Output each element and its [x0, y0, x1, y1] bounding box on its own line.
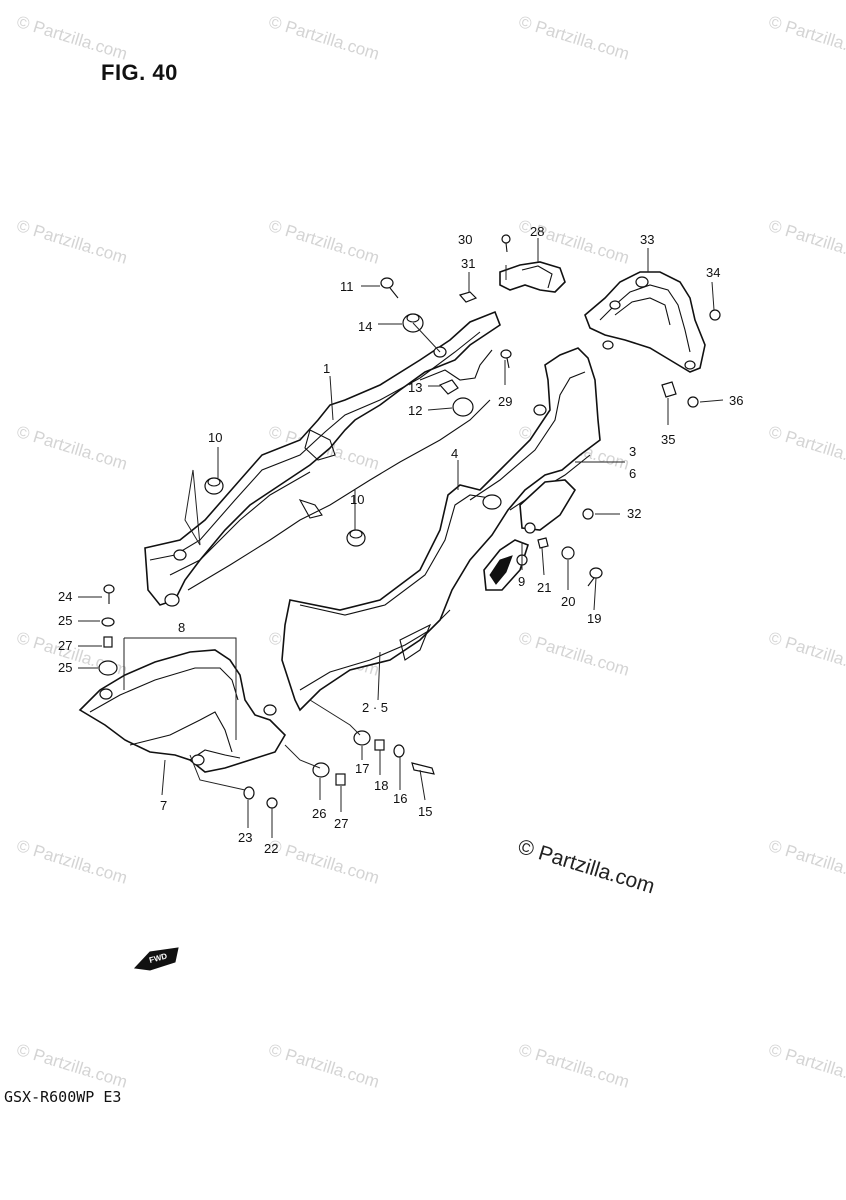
bolt-part-19	[587, 567, 603, 587]
leader-lines	[78, 238, 724, 838]
callout-1: 1	[323, 361, 330, 376]
callout-29: 29	[498, 394, 512, 409]
callout-31: 31	[461, 256, 475, 271]
callout-18: 18	[374, 778, 388, 793]
model-code: GSX-R600WP E3	[4, 1088, 122, 1106]
callout-labels: 1 2 · 5 3 6 4 7 8 9 10 10 11 12 13 14 15…	[58, 224, 743, 856]
callout-7: 7	[160, 798, 167, 813]
callout-34: 34	[706, 265, 720, 280]
callout-35: 35	[661, 432, 675, 447]
bolt-part-15	[411, 762, 435, 775]
callout-20: 20	[561, 594, 575, 609]
grommet-part-10b	[346, 529, 366, 547]
lower-cover-part-7-8	[78, 649, 287, 773]
callout-28: 28	[530, 224, 544, 239]
callout-23: 23	[238, 830, 252, 845]
callout-11: 11	[340, 279, 354, 294]
screw-part-34	[709, 309, 721, 321]
bolt-part-24	[103, 584, 115, 604]
clip-part-36	[687, 396, 699, 408]
callout-9: 9	[518, 574, 525, 589]
nut-part-23	[243, 786, 255, 800]
tail-bracket-part-33	[584, 271, 706, 373]
callout-4: 4	[451, 446, 458, 461]
side-cover-part-2-5	[281, 347, 601, 712]
callout-8: 8	[178, 620, 185, 635]
callout-27: 27	[58, 638, 72, 653]
nut-part-31	[458, 291, 478, 303]
collar-part-27b	[335, 773, 346, 786]
bolt-part-29	[500, 349, 512, 369]
collar-part-21	[537, 537, 549, 549]
callout-16: 16	[393, 791, 407, 806]
callout-25: 25	[58, 613, 72, 628]
callout-26: 26	[312, 806, 326, 821]
callout-27b: 27	[334, 816, 348, 831]
grommet-part-17	[353, 730, 371, 746]
callout-32: 32	[627, 506, 641, 521]
figure-title: FIG. 40	[101, 60, 178, 85]
callout-13: 13	[408, 380, 422, 395]
callout-12: 12	[408, 403, 422, 418]
callout-10b: 10	[350, 492, 364, 507]
callout-33: 33	[640, 232, 654, 247]
callout-6: 6	[629, 466, 636, 481]
callout-21: 21	[537, 580, 551, 595]
callout-15: 15	[418, 804, 432, 819]
callout-3: 3	[629, 444, 636, 459]
fwd-arrow-icon: FWD	[133, 947, 179, 971]
collar-part-18	[374, 739, 385, 751]
callout-2-5: 2 · 5	[362, 700, 388, 715]
callout-19: 19	[587, 611, 601, 626]
washer-part-20	[561, 546, 575, 560]
nut-part-35	[661, 381, 677, 398]
callout-22: 22	[264, 841, 278, 856]
cover-piece-part-28	[499, 261, 566, 293]
screw-part-32	[582, 508, 594, 520]
callout-36: 36	[729, 393, 743, 408]
callout-17: 17	[355, 761, 369, 776]
washer-part-25	[101, 617, 115, 627]
grommet-part-10	[204, 477, 224, 495]
screw-part-22	[266, 797, 278, 809]
washer-part-16	[393, 744, 405, 758]
clip-part-13	[438, 379, 459, 395]
callout-14: 14	[358, 319, 372, 334]
callout-30: 30	[458, 232, 472, 247]
grommet-part-12	[452, 397, 474, 417]
collar-part-27	[103, 636, 113, 648]
grommet-part-25b	[98, 660, 118, 676]
callout-24: 24	[58, 589, 72, 604]
frame-bracket-part-1	[144, 310, 501, 607]
bolt-part-11	[380, 277, 399, 299]
grommet-part-26	[312, 762, 330, 778]
callout-25b: 25	[58, 660, 72, 675]
screw-part-30	[501, 234, 511, 253]
callout-10: 10	[208, 430, 222, 445]
